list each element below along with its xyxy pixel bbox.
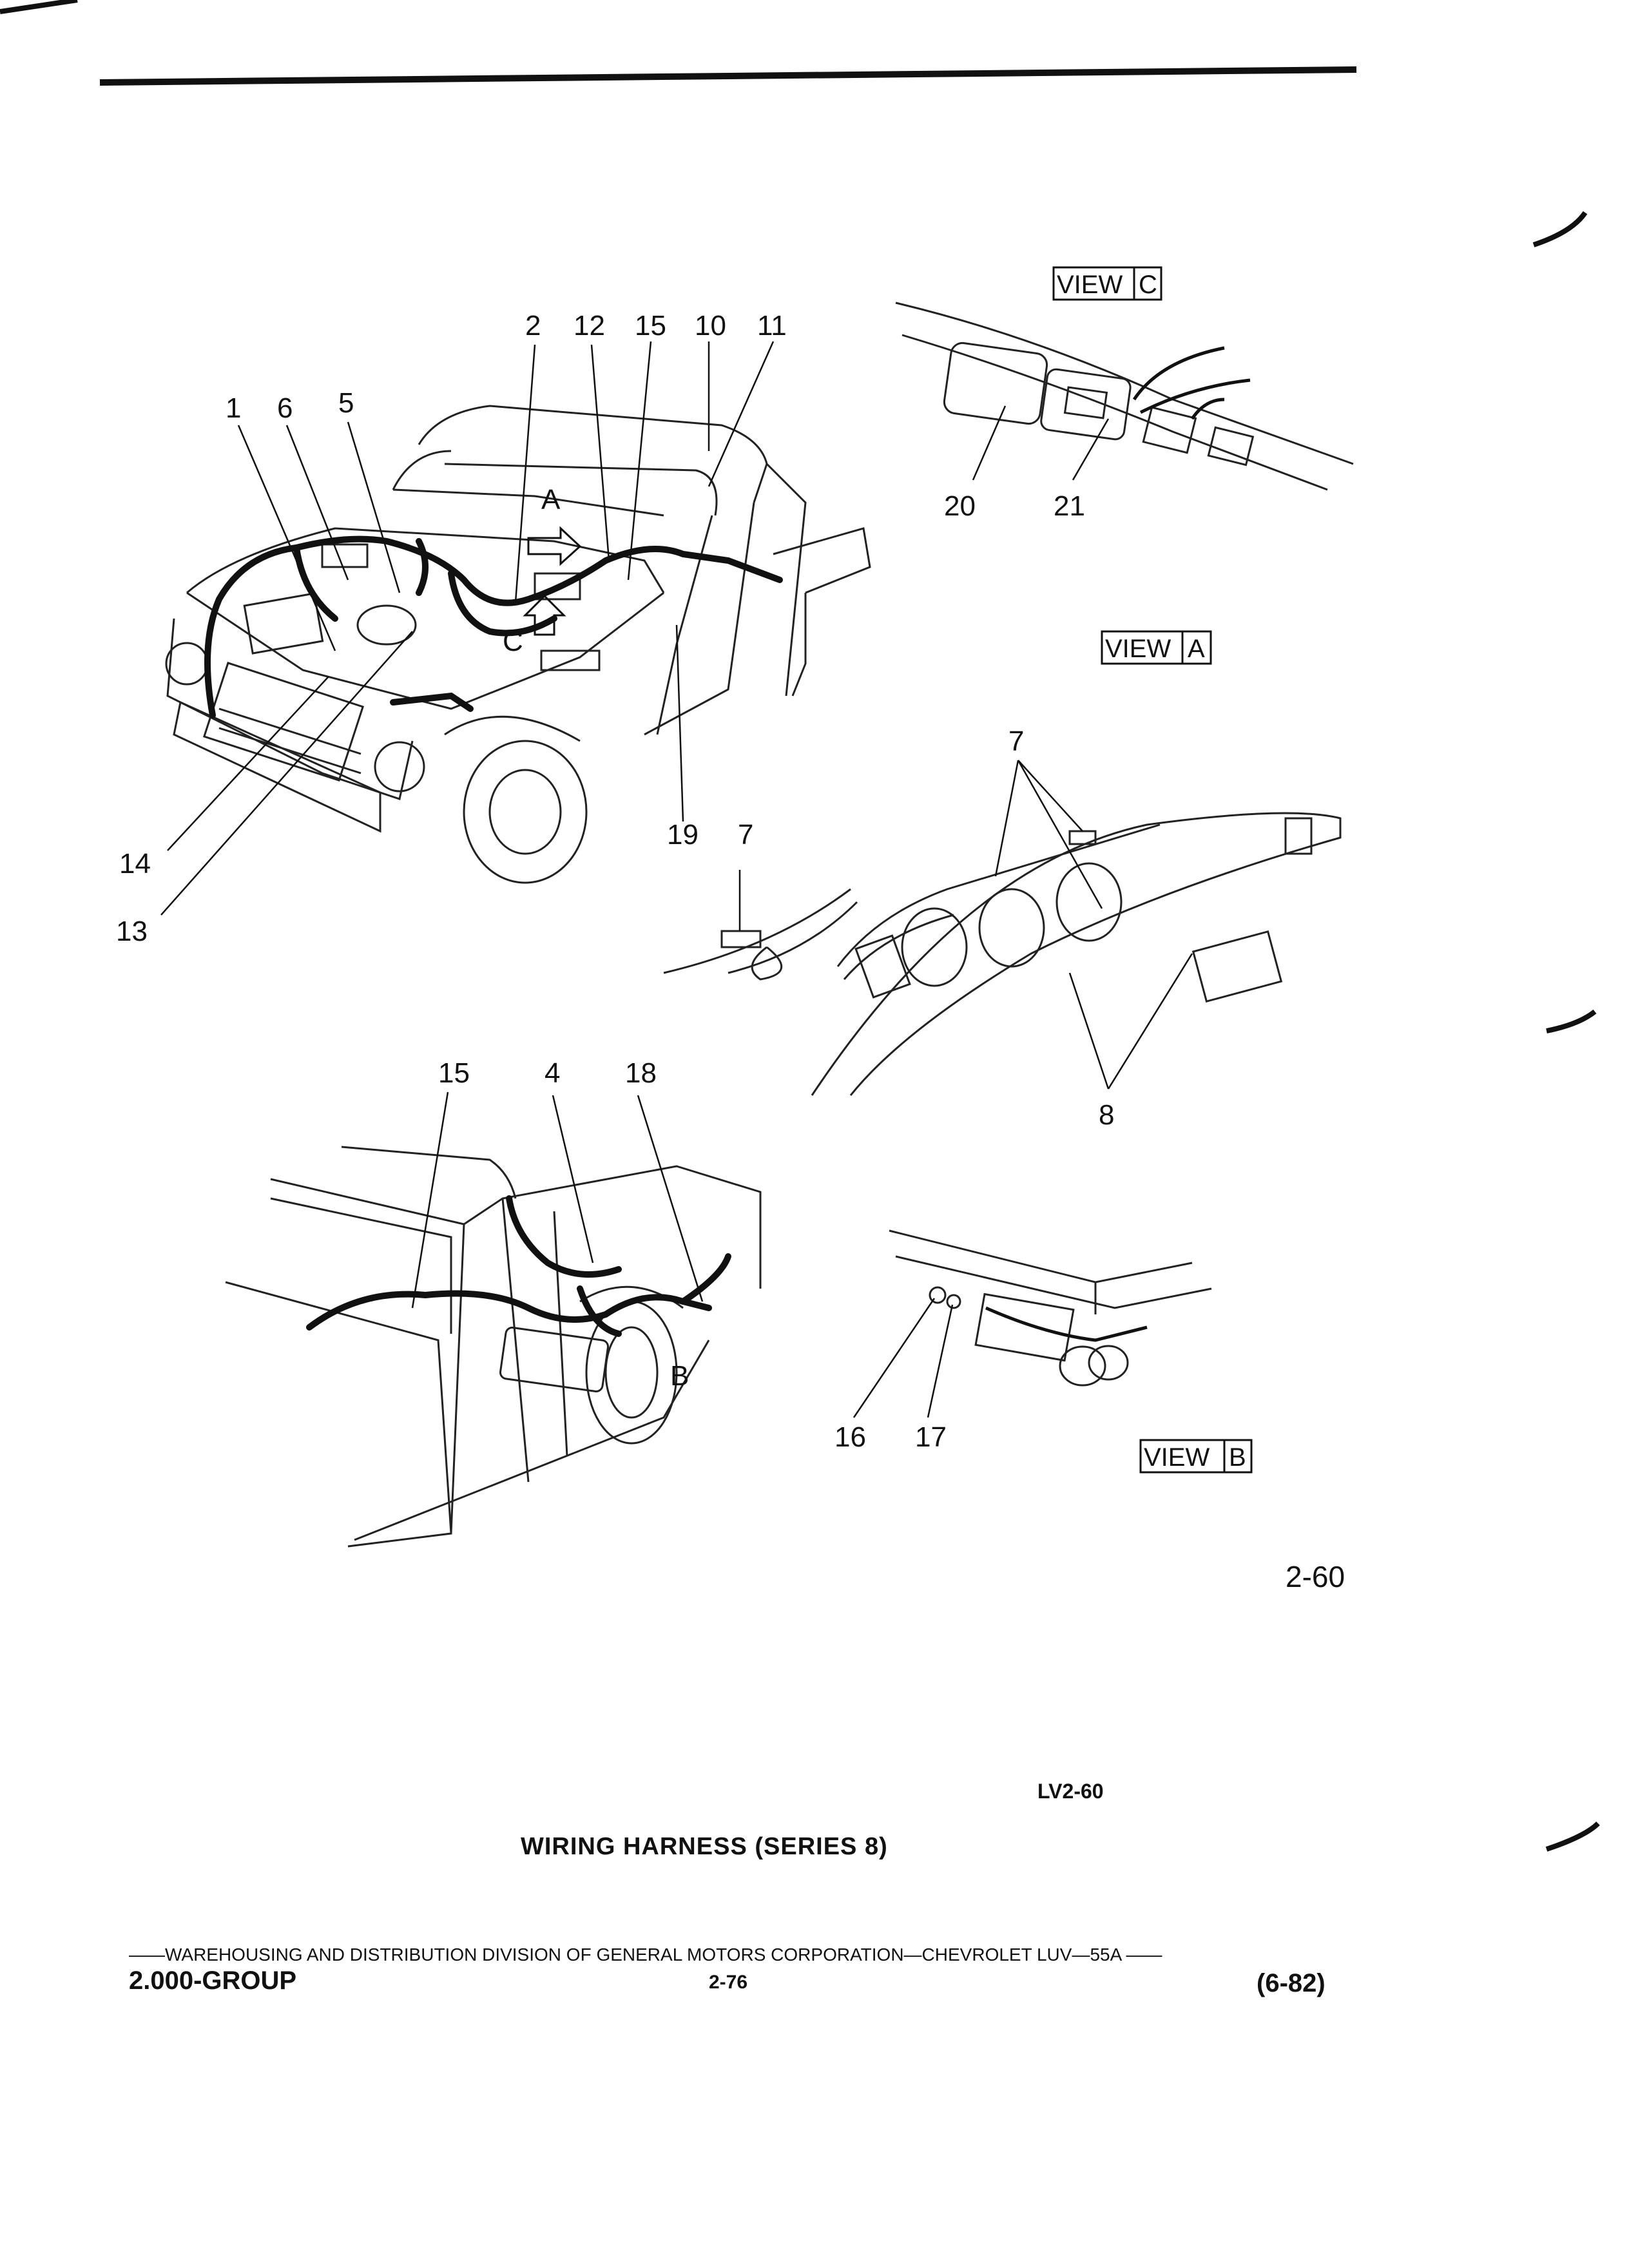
view-c-mark: C: [503, 626, 523, 657]
view-b-illustration: [889, 1229, 1212, 1387]
view-c-word: VIEW: [1057, 271, 1123, 299]
leader-lines-rear: [411, 1091, 704, 1309]
view-b-mark: B: [670, 1360, 689, 1392]
callout-10: 10: [695, 310, 726, 341]
callout-20: 20: [944, 490, 976, 522]
binder-mark-top: [1532, 211, 1588, 247]
view-a-arrow-label: A: [541, 484, 561, 515]
figure-page-number: 2-60: [1286, 1560, 1345, 1593]
callout-7-panel: 7: [1008, 726, 1024, 757]
callout-17: 17: [915, 1421, 947, 1453]
leader-lines-view-c: [972, 405, 1110, 481]
harness-rear: [306, 1195, 731, 1337]
callout-5: 5: [338, 387, 354, 419]
view-b-letter: B: [1229, 1443, 1246, 1472]
callout-11: 11: [757, 310, 787, 341]
leader-lines-view-a: [738, 760, 1193, 1090]
figure-code: LV2-60: [1037, 1780, 1104, 1803]
view-c-arrow: [523, 594, 566, 636]
callout-12: 12: [574, 310, 605, 341]
callout-2: 2: [525, 310, 541, 341]
callout-8: 8: [1099, 1099, 1114, 1131]
callout-16: 16: [834, 1421, 866, 1453]
view-c-label: VIEW C: [1052, 266, 1162, 301]
truck-rear-illustration: [225, 1146, 762, 1548]
view-c-letter: C: [1139, 271, 1157, 299]
callout-7-dash: 7: [738, 819, 753, 850]
callout-6: 6: [277, 392, 293, 424]
footer-group: 2.000-GROUP: [129, 1966, 297, 1995]
callout-21: 21: [1054, 490, 1085, 522]
callout-15-front: 15: [635, 310, 666, 341]
view-a-word: VIEW: [1105, 635, 1171, 663]
binder-mark-mid: [1546, 1009, 1597, 1033]
harness-front: [204, 535, 783, 718]
view-c-wires: [1132, 346, 1251, 420]
callout-18: 18: [625, 1057, 657, 1089]
top-rule: [99, 66, 1357, 86]
view-b-word: VIEW: [1144, 1443, 1210, 1472]
footer-division: ——WAREHOUSING AND DISTRIBUTION DIVISION …: [129, 1945, 1162, 1965]
view-a-arrow: [527, 526, 582, 566]
footer-page-number: 2-76: [709, 1972, 748, 1993]
callout-13: 13: [116, 916, 148, 947]
callout-4: 4: [545, 1057, 560, 1089]
leader-lines-front: [160, 341, 775, 916]
view-a-illustration: [663, 812, 1342, 1096]
callout-14: 14: [119, 848, 151, 879]
scan-mark: [0, 0, 78, 14]
binder-mark-bottom: [1545, 1821, 1600, 1852]
callout-1: 1: [226, 392, 241, 424]
view-b-wires: [985, 1306, 1148, 1342]
figure-caption: WIRING HARNESS (SERIES 8): [521, 1833, 888, 1860]
view-c-illustration: [895, 302, 1354, 491]
footer-date: (6-82): [1257, 1969, 1325, 1997]
callout-15-rear: 15: [438, 1057, 470, 1089]
leader-lines-view-b: [853, 1298, 954, 1418]
callout-19: 19: [667, 819, 699, 850]
view-a-letter: A: [1188, 635, 1205, 663]
view-a-label: VIEW A: [1101, 630, 1212, 665]
view-b-label: VIEW B: [1139, 1439, 1253, 1474]
